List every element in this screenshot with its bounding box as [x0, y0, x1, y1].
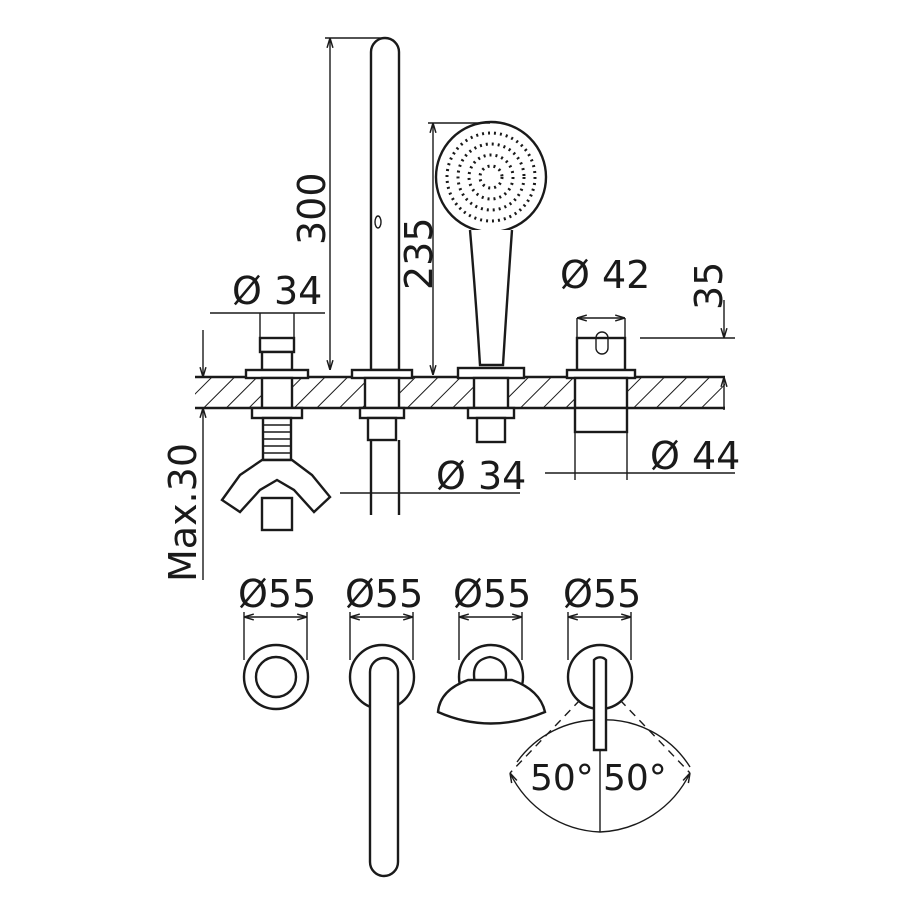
mixer-height-label: 35	[687, 262, 731, 310]
rosette-1-label: Ø55	[238, 572, 316, 616]
rosette-4-label: Ø55	[563, 572, 641, 616]
rosette-2-label: Ø55	[345, 572, 423, 616]
mixer-base-diameter-label: Ø 44	[650, 434, 740, 478]
handshower-plan	[436, 643, 547, 725]
spout-plan	[348, 643, 416, 878]
max-deck-thickness-label: Max.30	[161, 443, 205, 582]
spout-height-label: 300	[290, 172, 334, 245]
spout-pipe-diameter-label: Ø 34	[436, 454, 526, 498]
dimension-lines	[203, 37, 735, 580]
diverter-diameter-label: Ø 34	[232, 269, 322, 313]
mixer-side-view	[565, 331, 637, 434]
mixer-diameter-label: Ø 42	[560, 253, 650, 297]
plan-views: Ø55 Ø55 Ø55 Ø55	[238, 572, 690, 878]
rosette-3-label: Ø55	[453, 572, 531, 616]
lever-angle-right-label: 50°	[603, 758, 667, 799]
diverter-plan	[242, 643, 310, 711]
diverter-side-view	[220, 336, 332, 532]
mixer-plan: 50° 50°	[510, 643, 690, 833]
handshower-side-view	[434, 120, 548, 444]
lever-angle-left-label: 50°	[530, 758, 594, 799]
handshower-height-label: 235	[397, 217, 441, 290]
spout-side-view	[350, 36, 414, 515]
